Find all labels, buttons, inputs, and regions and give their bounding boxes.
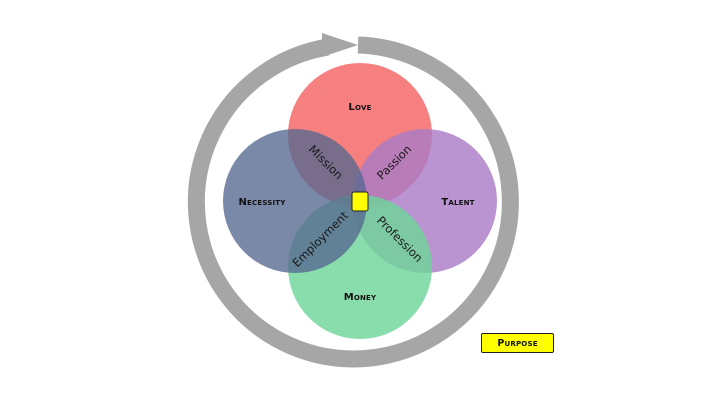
- purpose-legend: Purpose: [481, 333, 554, 353]
- cycle-arrow: [187, 33, 519, 368]
- label-necessity: Necessity: [238, 197, 286, 208]
- circle-necessity: [223, 129, 367, 273]
- label-money: Money: [344, 292, 377, 303]
- label-love: Love: [348, 102, 371, 113]
- label-talent: Talent: [441, 197, 474, 208]
- cycle-arrow-ring: [187, 36, 519, 368]
- purpose-legend-label: Purpose: [497, 337, 538, 349]
- venn-circles: [223, 63, 497, 339]
- cycle-arrowhead: [322, 33, 358, 57]
- center-purpose-square: [351, 191, 369, 212]
